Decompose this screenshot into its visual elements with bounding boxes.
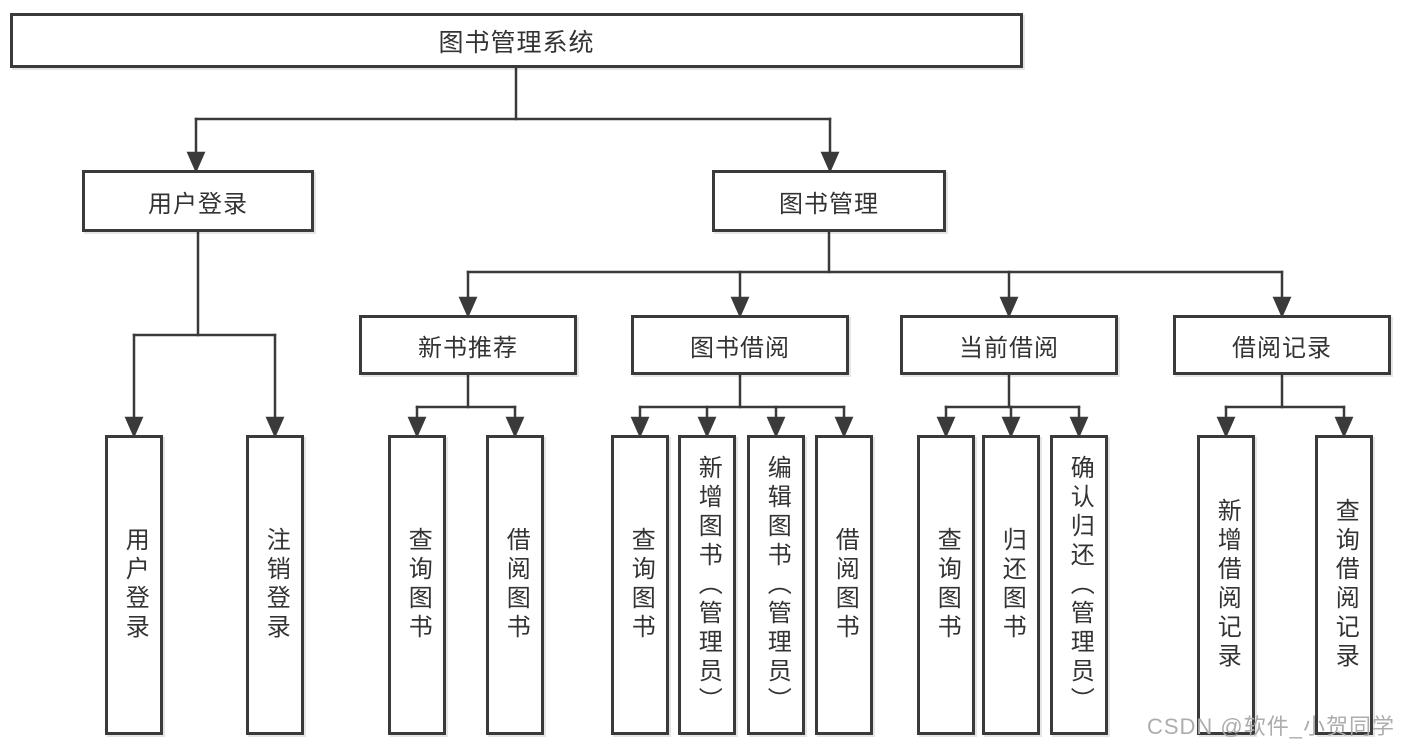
connector-book-borrow-to-leaves [630,373,854,439]
leaf-label: 查询图书 [404,527,432,643]
arrow-down-icon [1001,416,1021,439]
leaf-label: 注销登录 [262,527,290,643]
leaf-label: 归还图书 [998,527,1026,643]
leaf-label: 确认归还（管理员） [1066,454,1094,716]
connector-user-login-to-leaves [124,230,285,439]
node-new-book-recommend: 新书推荐 [359,315,577,375]
arrow-down-icon [1334,416,1354,439]
leaf-query-books-current: 查询图书 [917,435,975,735]
leaf-label: 新增图书（管理员） [694,454,722,716]
arrow-down-icon [124,416,144,439]
connector-book-management-to-level3 [458,230,1292,319]
node-current-borrow: 当前借阅 [900,315,1118,375]
leaf-return-books: 归还图书 [982,435,1040,735]
node-book-borrow: 图书借阅 [631,315,849,375]
arrow-down-icon [186,151,206,174]
leaf-label: 查询图书 [627,527,655,643]
node-user-login: 用户登录 [82,170,314,232]
arrow-down-icon [697,416,717,439]
leaf-borrow-books: 借阅图书 [815,435,873,735]
leaf-borrow-books-recommend: 借阅图书 [486,435,544,735]
arrow-down-icon [999,296,1019,319]
node-system-root: 图书管理系统 [10,13,1023,68]
arrow-down-icon [458,296,478,319]
node-borrow-records: 借阅记录 [1173,315,1391,375]
arrow-down-icon [834,416,854,439]
leaf-label: 编辑图书（管理员） [763,454,791,716]
arrow-down-icon [1069,416,1089,439]
leaf-label: 借阅图书 [831,527,859,643]
connector-root-to-level2 [186,66,840,174]
leaf-label: 用户登录 [121,527,149,643]
leaf-add-books-admin: 新增图书（管理员） [678,435,736,735]
leaf-query-books-recommend: 查询图书 [388,435,446,735]
csdn-watermark: CSDN @软件_小贺同学 [1146,714,1395,739]
leaf-label: 查询借阅记录 [1331,498,1359,672]
leaf-query-books-borrow: 查询图书 [611,435,669,735]
arrow-down-icon [1272,296,1292,319]
leaf-query-borrow-record: 查询借阅记录 [1315,435,1373,735]
arrow-down-icon [936,416,956,439]
leaf-label: 查询图书 [933,527,961,643]
arrow-down-icon [630,416,650,439]
leaf-edit-books-admin: 编辑图书（管理员） [747,435,805,735]
arrow-down-icon [1216,416,1236,439]
leaf-add-borrow-record: 新增借阅记录 [1197,435,1255,735]
connector-current-borrow-to-leaves [936,373,1089,439]
leaf-label: 借阅图书 [502,527,530,643]
leaf-user-login: 用户登录 [105,435,163,735]
connector-new-book-recommend-to-leaves [407,373,525,439]
arrow-down-icon [265,416,285,439]
arrow-down-icon [407,416,427,439]
node-book-management: 图书管理 [712,170,946,232]
arrow-down-icon [505,416,525,439]
arrow-down-icon [820,151,840,174]
connector-borrow-records-to-leaves [1216,373,1354,439]
leaf-confirm-return-admin: 确认归还（管理员） [1050,435,1108,735]
leaf-logout: 注销登录 [246,435,304,735]
leaf-label: 新增借阅记录 [1213,498,1241,672]
arrow-down-icon [766,416,786,439]
arrow-down-icon [730,296,750,319]
